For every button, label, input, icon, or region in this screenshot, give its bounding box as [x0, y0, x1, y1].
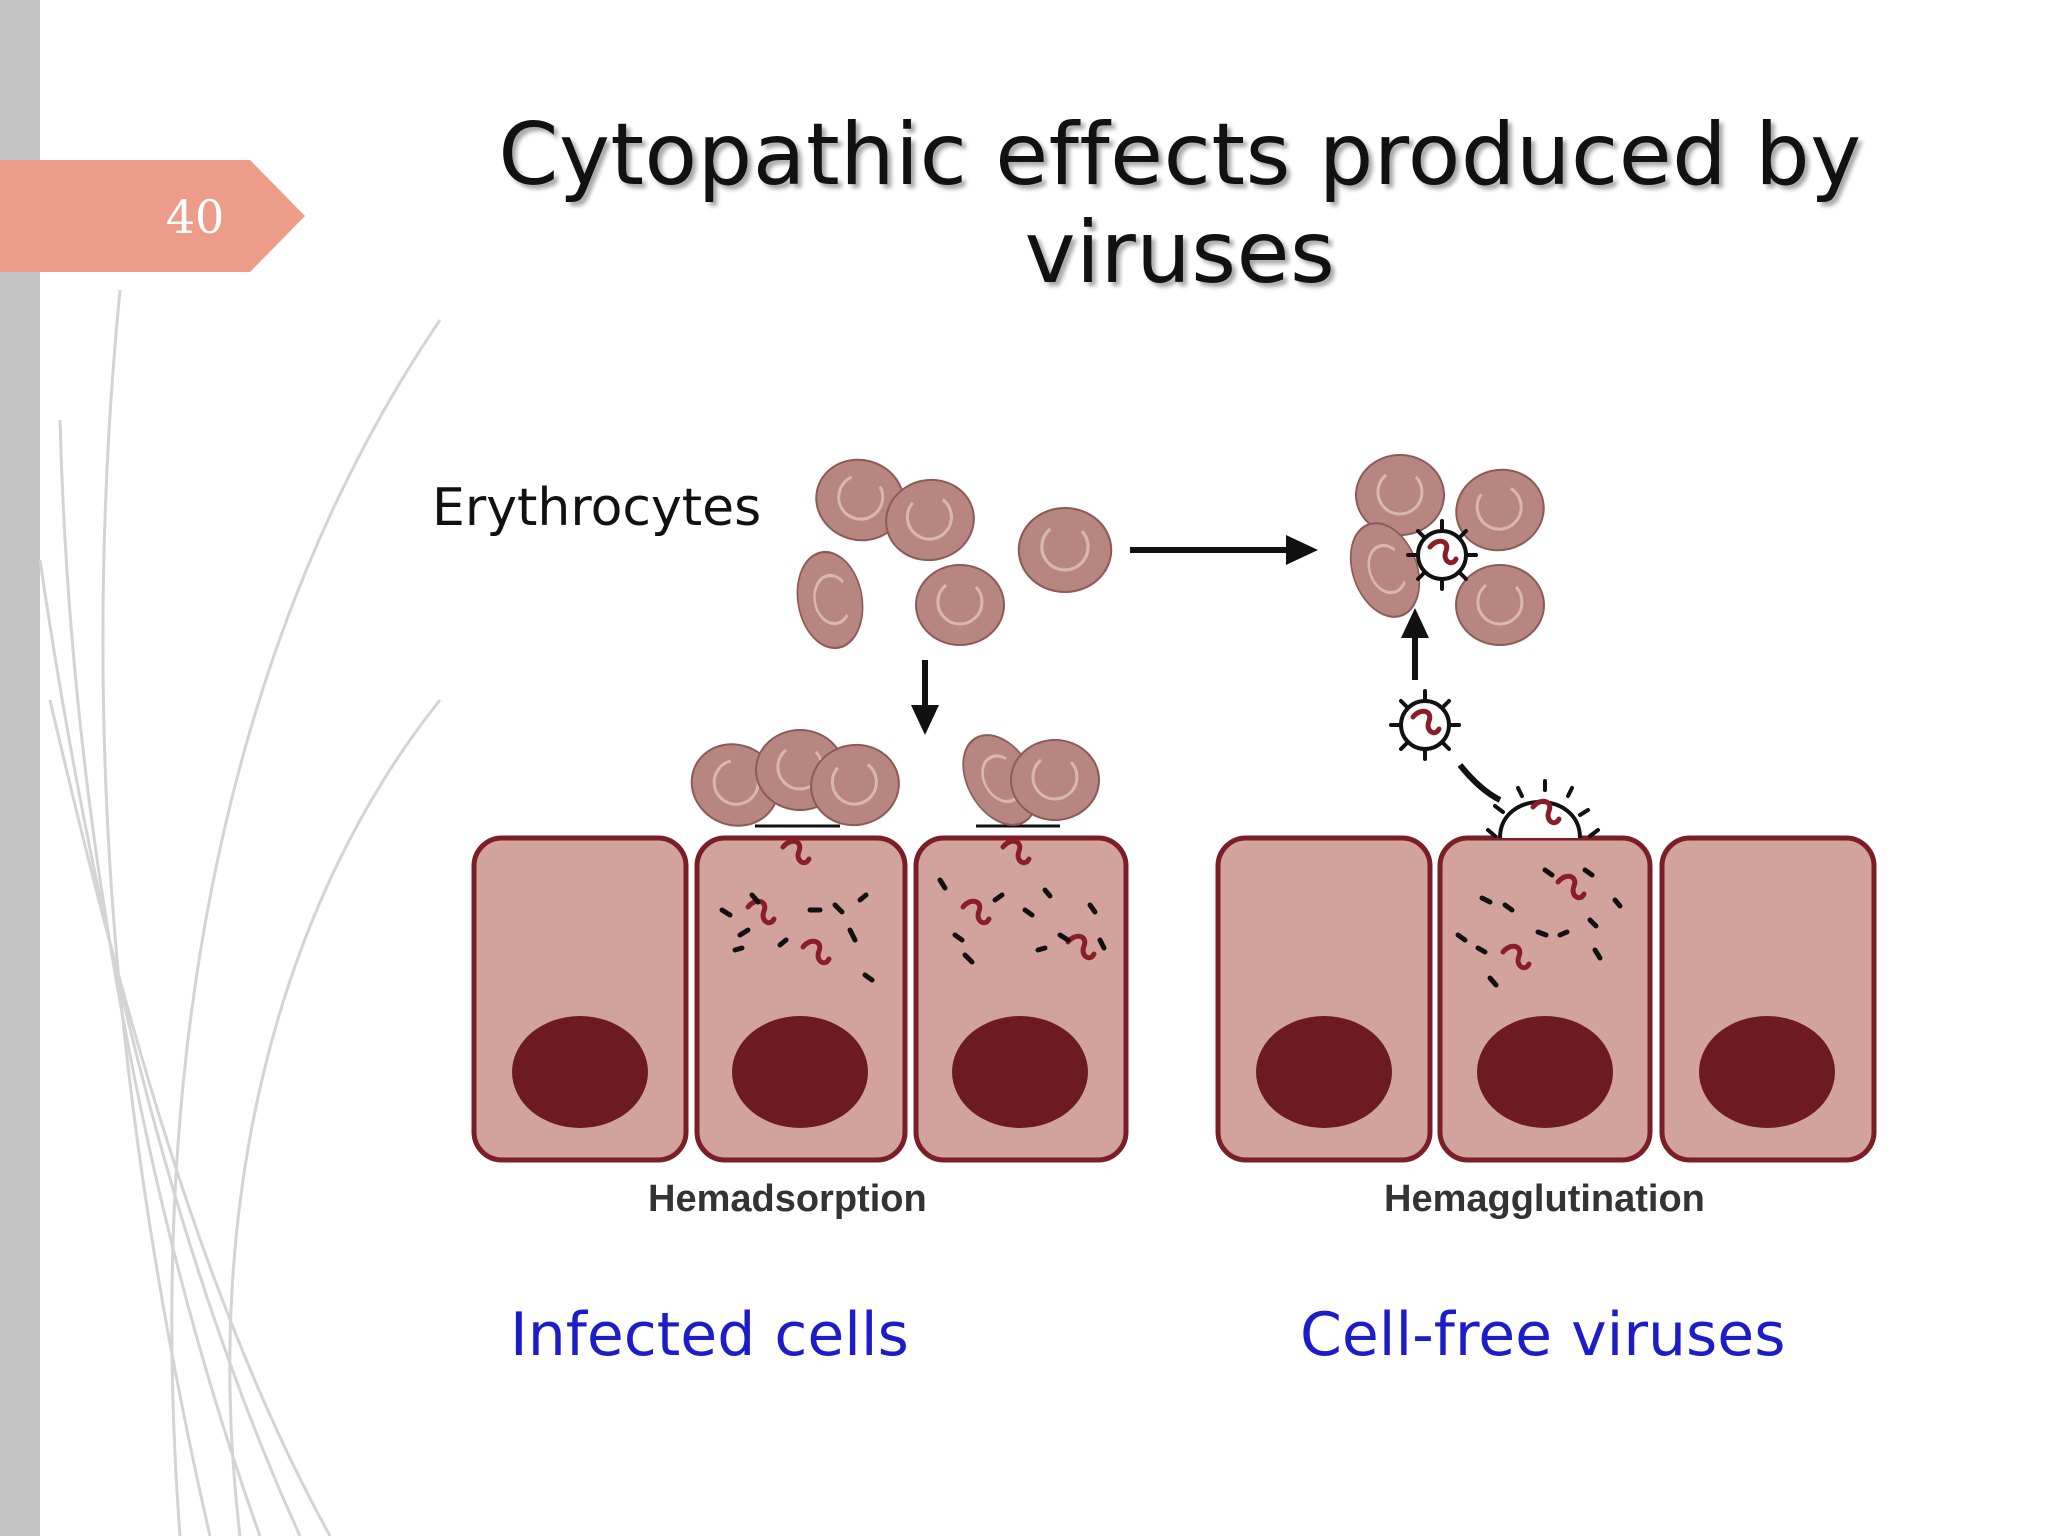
- hemagglutination-label: Hemagglutination: [1384, 1178, 1705, 1220]
- erythrocytes-label: Erythrocytes: [432, 478, 762, 538]
- cell-free-viruses-caption: Cell-free viruses: [1300, 1300, 1786, 1370]
- hemadsorption-cells: [471, 720, 1129, 1163]
- slide-title-line-2: viruses: [1024, 203, 1336, 303]
- erythrocyte-cluster: [788, 448, 1113, 655]
- infected-cells-caption: Infected cells: [510, 1300, 909, 1370]
- decorative-curves: [38, 289, 442, 1536]
- arrows: [911, 535, 1502, 803]
- page-number: 40: [165, 190, 225, 244]
- hemagglutination-cells: [1215, 779, 1877, 1163]
- hemagglutination-cluster: [1336, 453, 1555, 647]
- page-number-tab: [0, 160, 305, 272]
- free-virion: [1391, 691, 1459, 759]
- hemadsorption-label: Hemadsorption: [648, 1178, 927, 1220]
- slide-title-line-1: Cytopathic effects produced by: [498, 105, 1862, 205]
